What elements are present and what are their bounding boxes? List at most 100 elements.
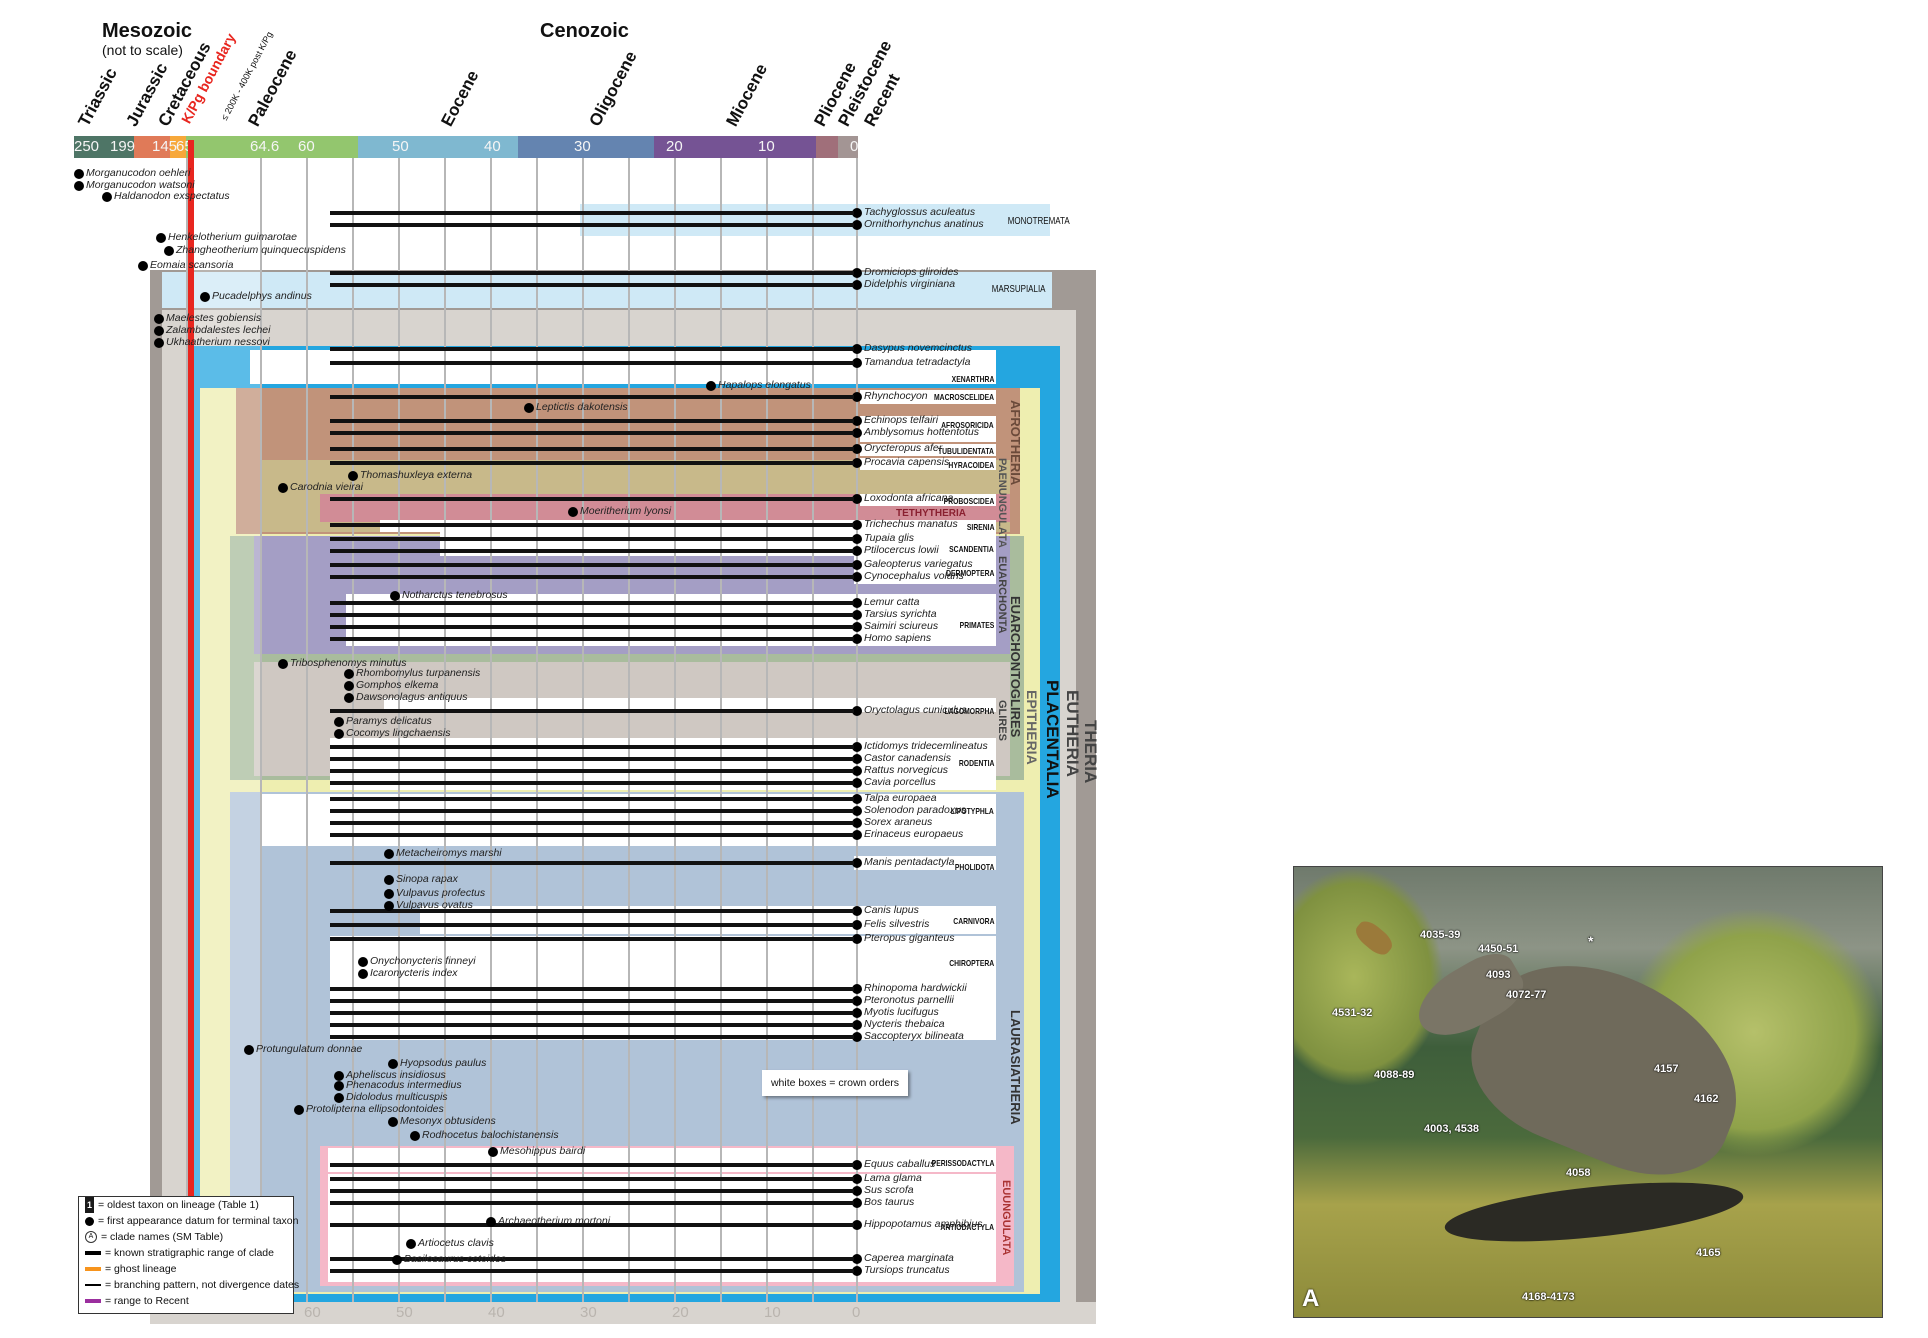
eutheria-label: EUTHERIA [1063,690,1082,777]
fossil-taxon: Maelestes gobiensis [166,312,262,324]
range-line [330,395,854,399]
fad-dot [852,920,862,930]
euarchonta-label: EUARCHONTA [996,556,1008,634]
extant-taxon: Saccopteryx bilineata [864,1030,964,1042]
extant-taxon: Echinops telfairi [864,414,939,426]
range-line [330,1011,854,1015]
extant-taxon: Pteronotus parnellii [864,994,954,1006]
illustration-panel: A 4035-39 4450-51 4093 4072-77 4531-32 4… [1293,866,1883,1318]
kpg-boundary-line [188,140,194,1320]
grid-20 [674,158,676,1308]
fad-dot [852,220,862,230]
order-label: DERMOPTERA [945,568,994,578]
fad-dot [852,428,862,438]
fad-dot [852,1186,862,1196]
fad-dot [344,669,354,679]
period-eocene: Eocene [437,67,483,130]
extant-taxon: Dasypus novemcinctus [864,342,972,354]
extant-taxon: Ornithorhynchus anatinus [864,218,984,230]
marsupialia-box [162,272,1052,308]
range-line [330,1023,854,1027]
dot-icon [85,1216,94,1226]
fad-dot [852,1266,862,1276]
fossil-taxon: Rodhocetus balochistanensis [422,1129,559,1141]
callout: 4072-77 [1506,989,1547,1001]
bottom-tick: 40 [488,1304,505,1321]
fossil-taxon: Tribosphenomys minutus [290,657,407,669]
hyracoidea-box [860,458,996,470]
fossil-taxon: Haldanodon exspectatus [114,190,230,202]
fossil-taxon: Protungulatum donnae [256,1043,363,1055]
range-line [330,937,854,941]
macroscelidea-box [860,390,996,404]
panel-label: A [1302,1285,1320,1312]
tick-145: 145 [152,138,178,155]
range-line [330,809,854,813]
extant-taxon: Hippopotamus amphibius [864,1218,983,1230]
extant-taxon: Talpa europaea [864,792,937,804]
glires-label: GLIRES [996,700,1008,741]
legend-branching: = branching pattern, not divergence date… [79,1277,299,1293]
extant-taxon: Procavia capensis [864,456,950,468]
fad-dot [852,996,862,1006]
tick-50: 50 [392,138,409,155]
bottom-tick: 20 [672,1304,689,1321]
period-oligocene: Oligocene [585,48,641,130]
fossil-taxon: Zalambdalestes lechei [166,324,271,336]
fad-dot [852,546,862,556]
tick-199: 199 [110,138,136,155]
fossil-taxon: Gomphos elkema [356,679,439,691]
order-label: PHOLIDOTA [954,862,994,872]
tick-64-6: 64.6 [250,138,280,155]
fossil-taxon: Carodnia vieirai [290,481,363,493]
fad-dot [852,1160,862,1170]
order-label: RODENTIA [958,758,994,768]
fad-dot [392,1255,402,1265]
fad-dot [852,520,862,530]
range-line [330,781,854,785]
extant-taxon: Cavia porcellus [864,776,936,788]
fad-dot [852,984,862,994]
bar-miocene [654,136,816,158]
order-label: LAGOMORPHA [944,706,994,716]
fossil-taxon: Morganucodon oehleri [86,167,191,179]
fad-dot [706,381,716,391]
legend: 1= oldest taxon on lineage (Table 1) = f… [78,1196,299,1314]
extant-taxon: Lemur catta [864,596,920,608]
range-line [330,575,854,579]
fad-dot [852,280,862,290]
range-line [330,497,854,501]
extant-taxon: Canis lupus [864,904,919,916]
extant-taxon: Tursiops truncatus [864,1264,950,1276]
fad-dot [852,610,862,620]
range-line [330,745,854,749]
monotremata-box [580,204,1050,236]
fad-dot [852,778,862,788]
legend-fad: = first appearance datum for terminal ta… [79,1213,298,1229]
fad-dot [154,326,164,336]
fossil-taxon: Cocomys lingchaensis [346,727,451,739]
fossil-taxon: Henkelotherium guimarotae [168,231,297,243]
range-line [330,1269,854,1273]
extant-taxon: Tarsius syrichta [864,608,937,620]
fad-dot [244,1045,254,1055]
fad-dot [852,358,862,368]
order-label: CHIROPTERA [949,958,994,968]
order-label: PERISSODACTYLA [931,1158,994,1168]
fad-dot [384,849,394,859]
range-line [330,549,854,553]
extant-taxon: Loxodonta africana [864,492,954,504]
range-line [330,987,854,991]
extant-taxon: Caperea marginata [864,1252,954,1264]
order-label: MACROSCELIDEA [933,392,994,402]
fad-dot [138,261,148,271]
fad-dot [388,1117,398,1127]
extant-taxon: Felis silvestris [864,918,930,930]
range-line [330,563,854,567]
order-label: PRIMATES [959,620,994,630]
fad-dot [344,681,354,691]
range-line [330,523,854,527]
extant-taxon: Didelphis virginiana [864,278,956,290]
fossil-taxon: Ukhaatherium nessovi [166,336,270,348]
bar-triassic [74,136,110,158]
